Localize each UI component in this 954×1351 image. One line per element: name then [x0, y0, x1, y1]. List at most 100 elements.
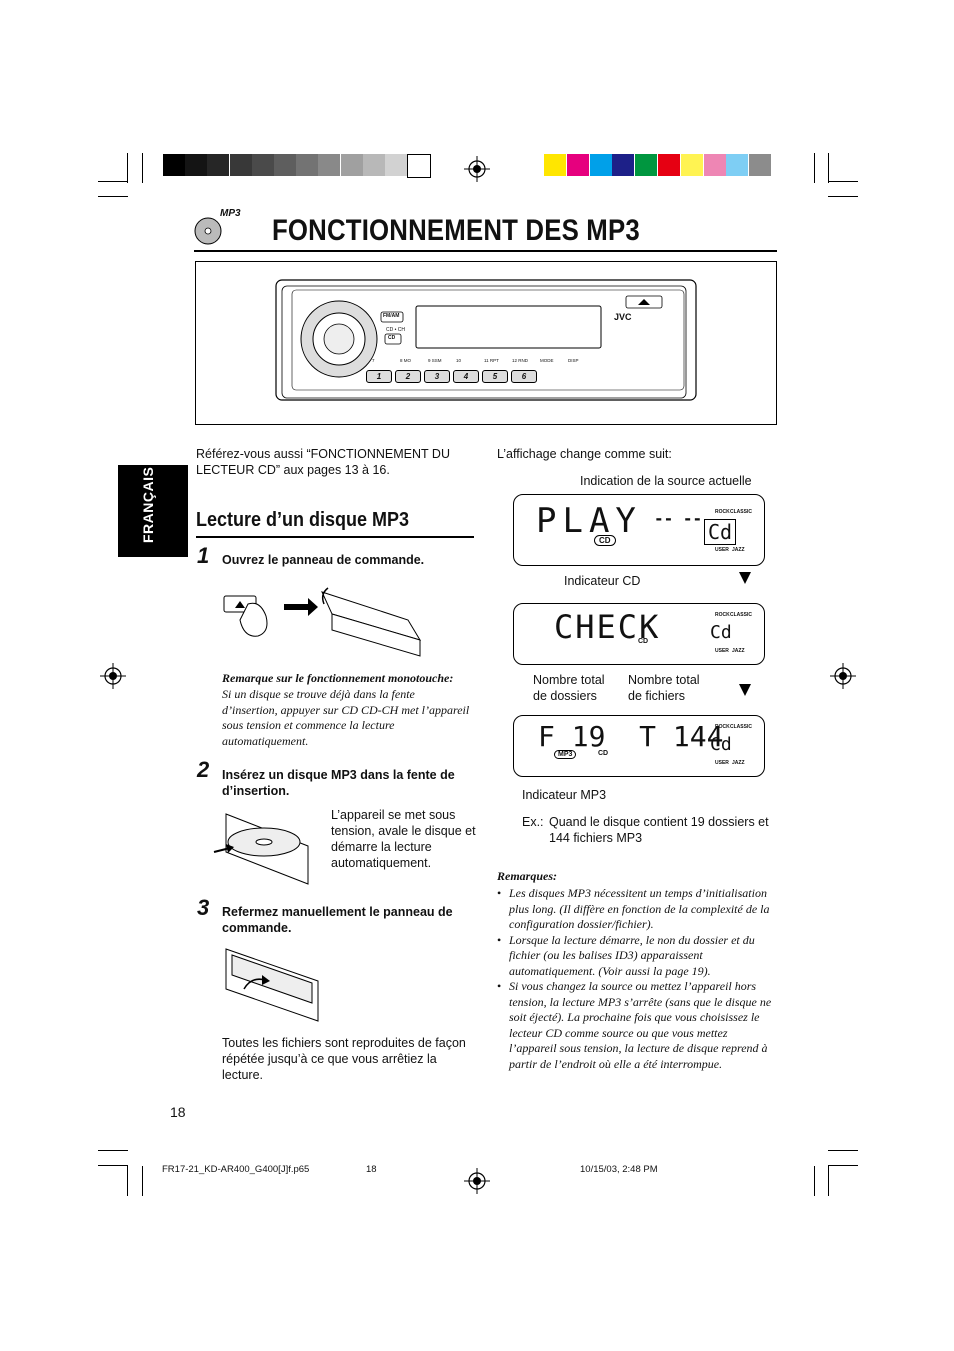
label-total-files: Nombre total de fichiers — [628, 673, 700, 703]
display-eq-user: USER — [715, 760, 729, 766]
gray-swatch — [229, 154, 252, 176]
display-eq-user: USER — [715, 547, 729, 553]
preset-button: 4 — [453, 370, 479, 383]
down-arrow-icon — [739, 684, 751, 696]
device-cd-label: CD — [388, 335, 396, 341]
gray-swatch — [407, 154, 432, 178]
display-side-text: -- -- — [654, 509, 703, 528]
color-swatch — [612, 154, 635, 176]
color-swatch — [749, 154, 772, 176]
band-label: 10 — [456, 358, 462, 363]
band-label: 11 RPT — [484, 358, 499, 363]
remarks-list: Les disques MP3 nécessitent un temps d’i… — [497, 886, 777, 1072]
gray-swatch — [362, 154, 385, 176]
band-label: MODE — [540, 358, 554, 363]
display-cd-tag: CD — [638, 638, 649, 645]
color-swatch — [635, 154, 658, 176]
gray-swatch — [385, 154, 407, 176]
title-rule — [194, 250, 777, 252]
display-source-text: Cd — [710, 622, 732, 643]
footer-page: 18 — [366, 1164, 377, 1175]
remark-item: Lorsque la lecture démarre, le non du do… — [497, 933, 777, 980]
gray-swatch — [251, 154, 274, 176]
footer-file: FR17-21_KD-AR400_G400[J]f.p65 — [162, 1164, 310, 1175]
label-mp3-indicator: Indicateur MP3 — [522, 788, 607, 802]
footer-date: 10/15/03, 2:48 PM — [580, 1164, 658, 1175]
page-number: 18 — [170, 1104, 186, 1120]
display-source-text: Cd — [710, 734, 732, 755]
display-eq-rock: ROCK — [715, 612, 730, 618]
section-rule — [196, 536, 474, 538]
display-main-text: PLAY — [536, 501, 642, 541]
step-2-text: Insérez un disque MP3 dans la fente de d… — [222, 768, 455, 798]
mp3-badge: MP3 — [220, 208, 241, 219]
preset-button: 3 — [424, 370, 450, 383]
step-3-text: Refermez manuellement le panneau de comm… — [222, 905, 453, 935]
step-2-description: L’appareil se met sous tension, avale le… — [331, 808, 476, 870]
down-arrow-icon — [739, 572, 751, 584]
insert-disc-illustration — [213, 813, 309, 885]
preset-button: 1 — [366, 370, 392, 383]
intro-text: Référez-vous aussi “FONCTIONNEMENT DU LE… — [196, 447, 450, 477]
band-label: DISP — [568, 358, 579, 363]
display-eq-classic: CLASSIC — [730, 612, 752, 618]
label-source-indication: Indication de la source actuelle — [580, 474, 752, 488]
band-label: 8 MO — [400, 358, 412, 363]
display-panel-folder-file: F 19 T 144 Cd MP3 CD ROCK CLASSIC USER J… — [513, 715, 765, 777]
remarks-title: Remarques: — [497, 869, 557, 883]
display-eq-jazz: JAZZ — [732, 760, 745, 766]
step-1-text: Ouvrez le panneau de commande. — [222, 553, 425, 567]
step-3-description: Toutes les fichiers sont reproduites de … — [222, 1036, 466, 1082]
preset-button: 5 — [482, 370, 508, 383]
remark-item: Les disques MP3 nécessitent un temps d’i… — [497, 886, 777, 933]
page-title: FONCTIONNEMENT DES MP3 — [272, 214, 640, 247]
display-eq-classic: CLASSIC — [730, 509, 752, 515]
step-2-number: 2 — [197, 757, 210, 782]
band-label: 7 — [372, 358, 375, 363]
open-panel-illustration — [223, 587, 422, 657]
step-3-number: 3 — [197, 895, 210, 920]
section-title: Lecture d’un disque MP3 — [196, 509, 410, 531]
label-cd-indicator: Indicateur CD — [564, 574, 641, 588]
remark-title: Remarque sur le fonctionnement monotouch… — [222, 671, 454, 685]
display-eq-rock: ROCK — [715, 509, 730, 515]
gray-swatch — [185, 154, 208, 176]
registration-mark-icon — [100, 663, 126, 689]
gray-swatch — [318, 154, 341, 176]
device-brand-label: JVC — [614, 312, 632, 322]
display-eq-jazz: JAZZ — [732, 547, 745, 553]
color-swatch — [726, 154, 749, 176]
display-main-text: F 19 T 144 — [538, 720, 724, 753]
gray-swatch — [207, 154, 230, 176]
gray-swatch — [340, 154, 363, 176]
registration-mark-icon — [830, 663, 856, 689]
display-eq-user: USER — [715, 648, 729, 654]
display-panel-play: PLAY -- -- Cd CD ROCK CLASSIC USER JAZZ — [513, 494, 765, 566]
display-cd-tag: CD — [594, 535, 616, 546]
mp3-disc-icon: MP3 — [194, 208, 254, 246]
gray-swatch — [274, 154, 296, 176]
band-label: 12 RND — [512, 358, 529, 363]
display-mp3-tag: MP3 — [554, 750, 577, 759]
gray-swatch — [163, 154, 185, 176]
color-swatch — [544, 154, 566, 176]
example-prefix: Ex.: — [522, 815, 544, 829]
display-main-text: CHECK — [554, 608, 661, 646]
device-cd-ch-label: CD • CH — [386, 327, 405, 333]
display-cd-tag: CD — [598, 750, 609, 757]
step-1-number: 1 — [197, 543, 210, 568]
remark-body: Si un disque se trouve déjà dans la fent… — [222, 687, 470, 748]
registration-mark-icon — [464, 156, 490, 182]
color-swatch — [703, 154, 726, 176]
remark-item: Si vous changez la source ou mettez l’ap… — [497, 979, 777, 1072]
close-panel-illustration — [225, 948, 319, 1022]
band-label: 9 SSM — [428, 358, 442, 363]
preset-button: 6 — [511, 370, 537, 383]
preset-button: 2 — [395, 370, 421, 383]
display-source-text: Cd — [704, 519, 737, 545]
language-tab-label: FRANÇAIS — [140, 466, 156, 543]
display-eq-classic: CLASSIC — [730, 724, 752, 730]
color-swatch — [566, 154, 589, 176]
